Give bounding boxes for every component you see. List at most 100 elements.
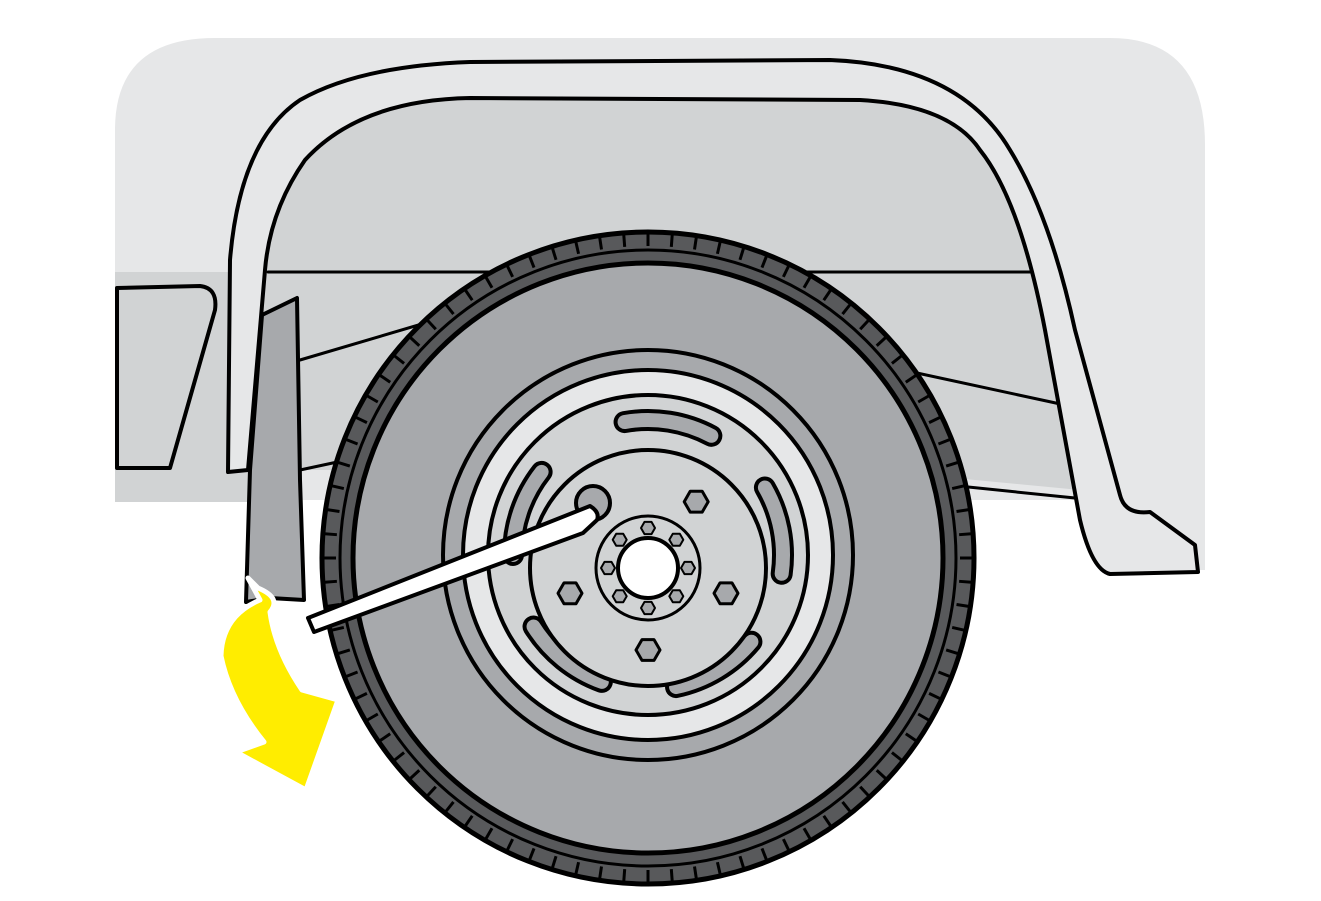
tread-tick [937, 437, 953, 446]
tread-tick [904, 373, 919, 384]
hub-bolt [680, 560, 696, 576]
tread-tick [622, 232, 627, 247]
tread-tick [377, 732, 392, 743]
tread-tick [945, 648, 960, 656]
tread-tick [822, 814, 833, 829]
tire-tread-ticks [322, 232, 974, 884]
hub-bolt [668, 532, 685, 547]
tread-tick [890, 751, 904, 763]
tread-tick [782, 263, 791, 278]
tread-tick [343, 437, 359, 446]
tread-tick [597, 866, 603, 881]
hub-bolt [640, 520, 656, 536]
tread-tick [336, 460, 351, 468]
tread-tick [622, 869, 627, 884]
hub-bolt [611, 532, 628, 547]
tread-tick [959, 579, 974, 584]
lug-wrench [306, 504, 600, 634]
tread-tick [425, 318, 437, 331]
mud-flap [244, 296, 306, 604]
tread-tick [329, 625, 345, 633]
tread-tick [669, 232, 674, 247]
hub-bolts [600, 520, 696, 616]
tread-ring [338, 248, 958, 868]
tread-tick [322, 532, 337, 537]
tread-tick [917, 393, 932, 404]
tread-tick [443, 800, 455, 814]
tread-tick [738, 855, 746, 870]
lug-nut [556, 581, 584, 606]
hub-cap-center [616, 536, 680, 600]
tread-tick [425, 785, 437, 798]
lug-nuts [556, 489, 740, 662]
tread-tick [715, 861, 723, 877]
tread-tick [760, 847, 769, 863]
tread-tick [782, 838, 791, 853]
tread-tick [693, 235, 699, 250]
tread-tick [669, 869, 674, 884]
tread-tick [890, 353, 904, 365]
tread-tick [738, 246, 746, 261]
tread-tick [904, 732, 919, 743]
tread-tick [573, 239, 581, 255]
tread-tick [959, 532, 974, 537]
rim-vent-slot [613, 409, 723, 447]
tread-tick [597, 235, 603, 250]
tread-tick [463, 287, 474, 302]
tread-tick [483, 274, 494, 289]
tread-tick [353, 692, 368, 701]
tread-tick [573, 861, 581, 877]
tread-tick [859, 785, 871, 798]
tread-tick [841, 302, 853, 316]
tread-tick [802, 274, 813, 289]
tread-tick [928, 692, 943, 701]
tread-tick [956, 603, 971, 609]
hub-bolt [640, 600, 656, 616]
tread-tick [822, 287, 833, 302]
lug-nut [712, 581, 740, 606]
tread-tick [875, 335, 888, 347]
tread-tick [329, 483, 345, 491]
hub-bolt [668, 589, 685, 604]
tread-tick [353, 415, 368, 424]
tread-tick [463, 814, 474, 829]
tread-tick [322, 579, 337, 584]
tread-tick [408, 335, 421, 347]
tread-tick [550, 246, 558, 261]
side-marker-light [115, 284, 218, 470]
hub-bolt [611, 589, 628, 604]
tread-tick [527, 847, 536, 863]
counterclockwise-arrow-icon [218, 575, 341, 793]
tread-tick [392, 353, 406, 365]
tread-tick [343, 670, 359, 679]
tread-tick [693, 866, 699, 881]
tread-tick [527, 253, 536, 269]
lug-nut [682, 489, 710, 514]
tread-tick [917, 712, 932, 723]
tread-tick [483, 827, 494, 842]
tread-tick [505, 838, 514, 853]
tread-tick [550, 855, 558, 870]
tread-tick [505, 263, 514, 278]
wheel-arch-trim [226, 58, 1200, 576]
tread-tick [951, 483, 967, 491]
rim-vent-slot [753, 476, 794, 585]
tread-tick [937, 670, 953, 679]
tread-tick [928, 415, 943, 424]
tread-tick [945, 460, 960, 468]
lug-nut [634, 638, 662, 662]
tread-tick [325, 507, 340, 513]
tread-tick [875, 769, 888, 781]
tread-tick [715, 239, 723, 255]
tread-tick [377, 373, 392, 384]
tread-tick [841, 800, 853, 814]
tread-tick [802, 827, 813, 842]
tread-tick [760, 253, 769, 269]
tread-tick [956, 507, 971, 513]
tread-tick [364, 712, 379, 723]
tread-tick [336, 648, 351, 656]
tread-tick [443, 302, 455, 316]
tread-tick [859, 318, 871, 331]
